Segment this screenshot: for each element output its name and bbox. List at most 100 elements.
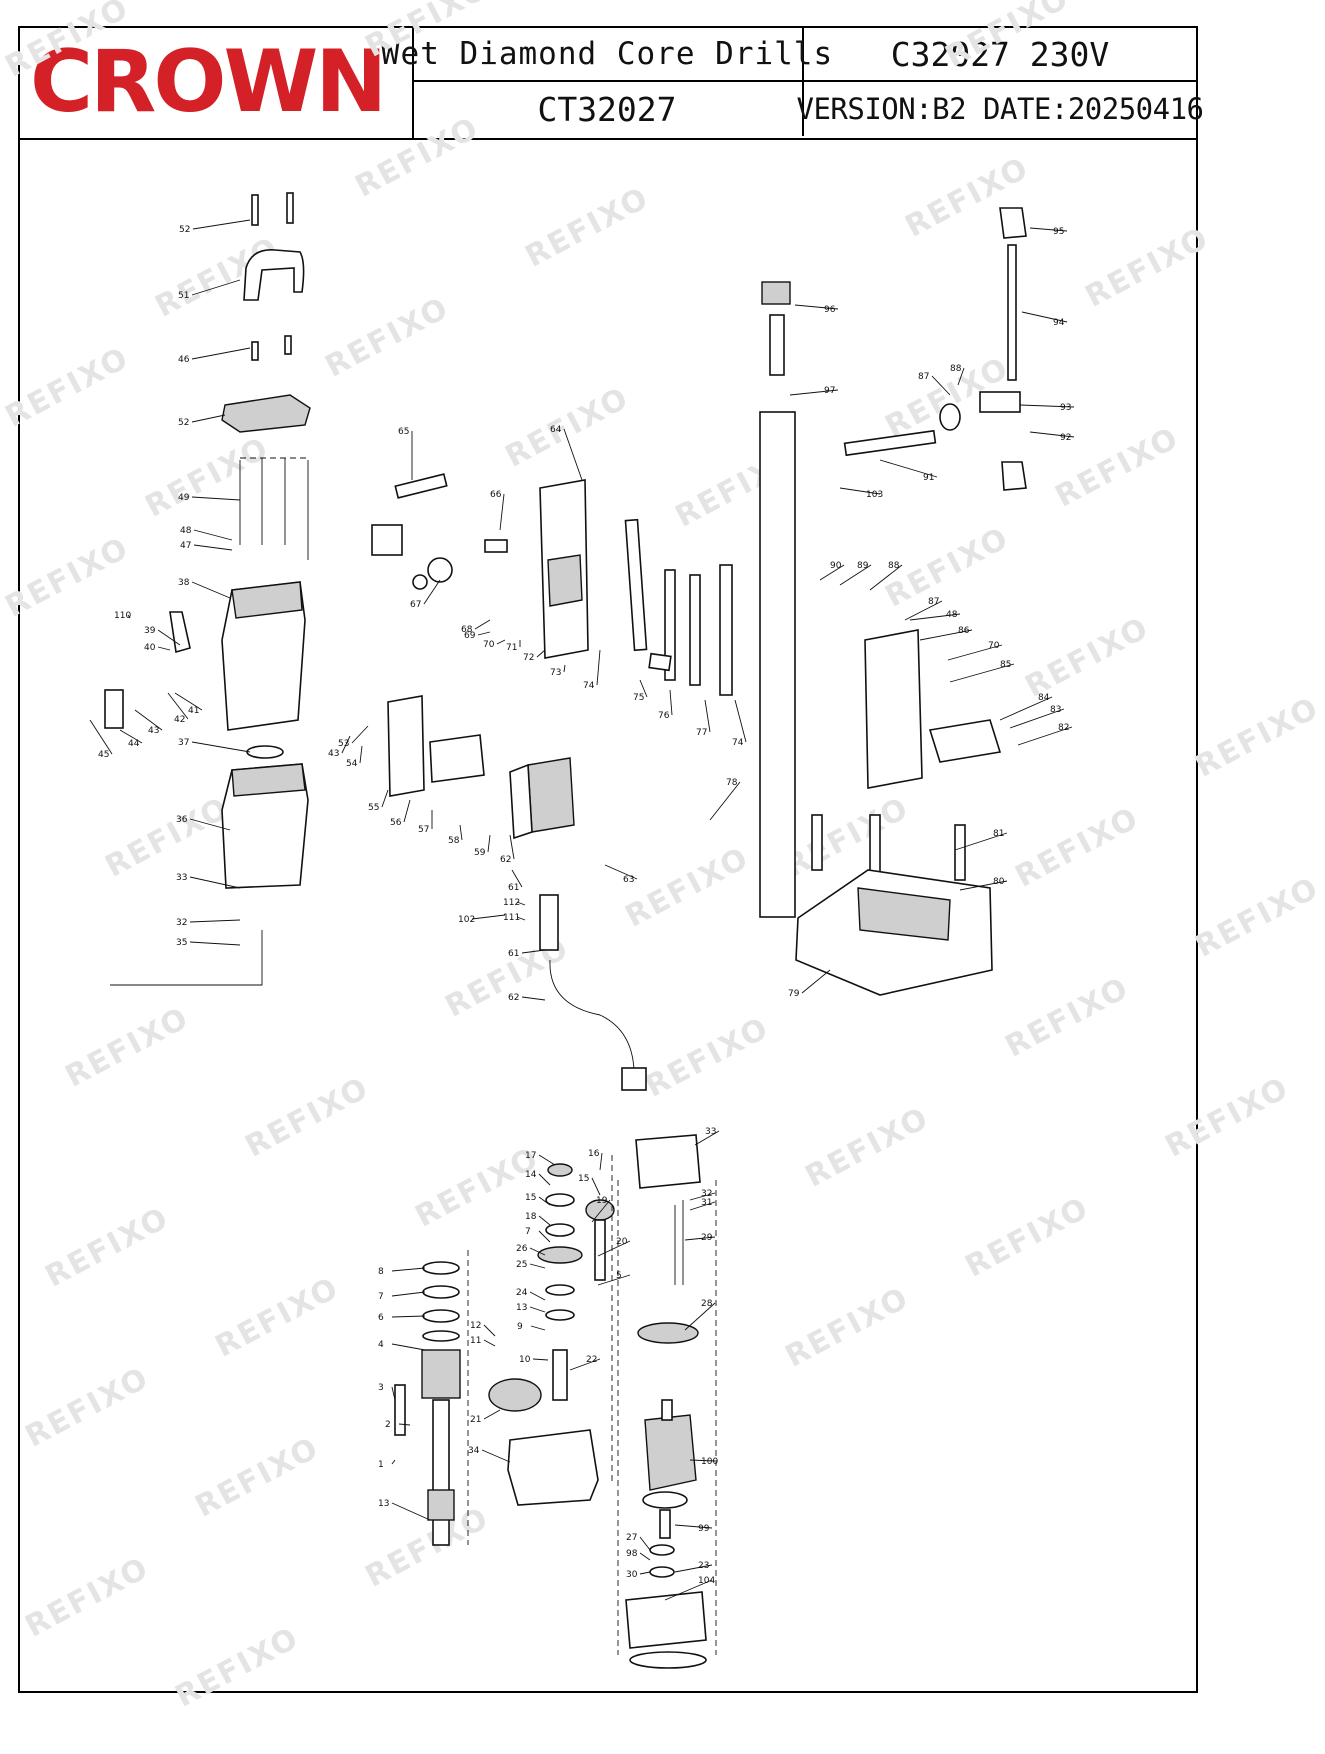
callout-leader <box>499 493 505 531</box>
part-callout-label: 54 <box>346 759 358 769</box>
part-callout-label: 43 <box>328 749 339 759</box>
callout-leader <box>496 639 506 645</box>
part-callout-label: 48 <box>180 526 192 536</box>
part-callout-label: 46 <box>178 355 190 365</box>
part-callout-label: 88 <box>888 561 900 571</box>
part-callout-label: 70 <box>483 640 495 650</box>
callout-leader <box>174 692 203 711</box>
callout-leader <box>341 735 351 754</box>
callout-leader <box>391 1459 396 1465</box>
callout-leader <box>664 1579 713 1601</box>
callout-leader <box>381 789 389 808</box>
part-callout-label: 104 <box>698 1576 715 1586</box>
callout-leader <box>191 279 241 296</box>
part-callout-label: 57 <box>418 825 429 835</box>
callout-leader <box>521 996 546 1001</box>
part-callout-label: 30 <box>626 1570 638 1580</box>
callout-leader <box>391 1502 431 1521</box>
version-date: VERSION:B2 DATE:20250416 <box>796 92 1204 126</box>
part-callout-label: 33 <box>176 873 187 883</box>
part-callout-label: 62 <box>508 993 519 1003</box>
crown-logo: CROWN <box>30 32 387 132</box>
part-callout-label: 33 <box>705 1127 716 1137</box>
callout-leader <box>189 919 241 923</box>
callout-leader <box>538 1154 556 1166</box>
part-callout-label: 39 <box>144 626 156 636</box>
callout-leader <box>604 864 638 880</box>
callout-leader <box>704 699 711 733</box>
part-callout-label: 20 <box>616 1237 628 1247</box>
callout-leader <box>563 428 583 481</box>
part-callout-label: 87 <box>918 372 929 382</box>
part-callout-label: 70 <box>988 641 1000 651</box>
callout-leader <box>423 579 441 605</box>
callout-leader <box>947 644 1003 661</box>
callout-leader <box>538 1230 551 1243</box>
callout-leader <box>869 564 903 591</box>
part-callout-label: 40 <box>144 643 156 653</box>
callout-leader <box>481 1449 511 1463</box>
callout-leader <box>591 1199 611 1223</box>
callout-leader <box>801 969 831 994</box>
part-callout-label: 96 <box>824 305 836 315</box>
callout-leader <box>351 725 369 744</box>
part-callout-label: 32 <box>701 1189 712 1199</box>
callout-leader <box>591 1177 601 1196</box>
part-callout-label: 27 <box>626 1533 637 1543</box>
part-callout-label: 61 <box>508 883 519 893</box>
callout-leader <box>157 646 171 651</box>
part-callout-label: 83 <box>1050 705 1061 715</box>
callout-leader <box>1029 227 1068 232</box>
callout-leader <box>536 649 546 658</box>
callout-leader <box>359 745 363 764</box>
part-callout-label: 63 <box>623 875 634 885</box>
part-callout-label: 7 <box>525 1227 531 1237</box>
callout-leader <box>684 1302 716 1331</box>
callout-leader <box>391 1267 426 1272</box>
callout-leader <box>639 679 648 698</box>
part-callout-label: 47 <box>180 541 191 551</box>
callout-leader <box>569 1358 601 1371</box>
switch-cable-assembly <box>539 894 647 1091</box>
callout-leader <box>509 834 515 860</box>
callout-leader <box>483 1339 496 1347</box>
part-callout-label: 82 <box>1058 723 1069 733</box>
part-callout-label: 7 <box>378 1292 384 1302</box>
part-callout-label: 17 <box>525 1151 536 1161</box>
callout-leader <box>191 347 251 360</box>
callout-leader <box>538 1173 551 1186</box>
part-callout-label: 73 <box>550 668 561 678</box>
part-callout-label: 31 <box>701 1198 712 1208</box>
part-callout-label: 97 <box>824 386 835 396</box>
part-callout-label: 13 <box>516 1303 527 1313</box>
exploded-parts-diagram: 5251465249484738110394041424344453736333… <box>89 192 1075 1669</box>
gearbox-assembly <box>394 1155 615 1546</box>
part-callout-label: 24 <box>516 1288 528 1298</box>
part-callout-label: 34 <box>468 1446 480 1456</box>
callout-leader <box>538 1215 551 1226</box>
part-callout-label: 95 <box>1053 227 1064 237</box>
part-callout-label: 44 <box>128 739 140 749</box>
part-callout-label: 58 <box>448 836 460 846</box>
callout-leader <box>483 1409 501 1420</box>
callout-leader <box>674 1524 713 1529</box>
part-callout-label: 78 <box>726 778 738 788</box>
part-callout-label: 13 <box>378 1499 389 1509</box>
callout-leader <box>689 1459 716 1462</box>
callout-leader <box>954 832 1008 851</box>
callout-leader <box>879 459 938 478</box>
callout-leader <box>1029 431 1075 438</box>
part-callout-label: 5 <box>616 1271 622 1281</box>
part-callout-label: 9 <box>517 1322 523 1332</box>
callout-leader <box>192 219 251 230</box>
part-callout-label: 28 <box>701 1299 713 1309</box>
callout-leader <box>1017 726 1073 746</box>
part-callout-label: 52 <box>178 418 189 428</box>
callout-leader <box>694 1130 720 1146</box>
part-callout-label: 77 <box>696 728 707 738</box>
callout-leader <box>89 719 113 755</box>
part-callout-label: 89 <box>857 561 869 571</box>
callout-leader <box>516 916 526 921</box>
part-callout-label: 76 <box>658 711 670 721</box>
callout-leader <box>1009 708 1065 729</box>
